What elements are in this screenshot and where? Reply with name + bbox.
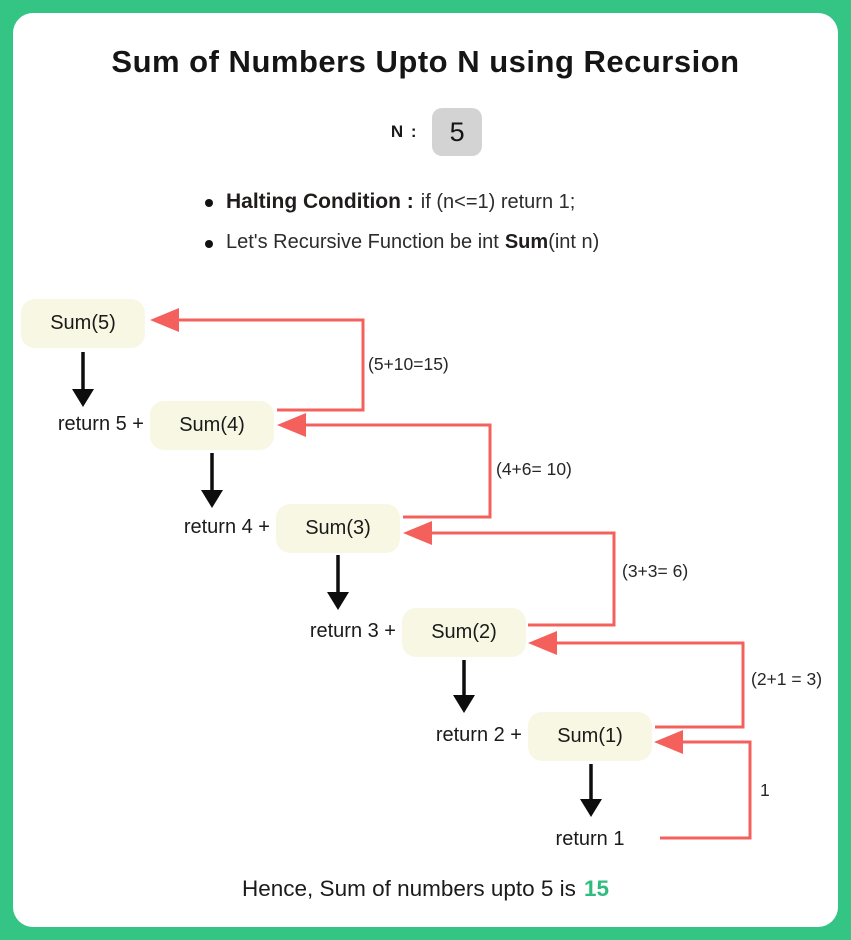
list-item: Halting Condition :if (n<=1) return 1;: [205, 190, 599, 214]
conclusion-text: Hence, Sum of numbers upto 5 is 15: [0, 876, 851, 902]
return-label-sum3: return 3 +: [309, 620, 396, 642]
n-input-label: N :: [390, 122, 419, 141]
return-label-sum4: return 4 +: [183, 516, 270, 538]
page-title: Sum of Numbers Upto N using Recursion: [111, 44, 740, 79]
call-box-sum5: Sum(5): [21, 299, 145, 348]
return-label-sum2: return 2 +: [435, 724, 522, 746]
return-label-sum5: return 5 +: [57, 413, 144, 435]
return-value-annotation: 1: [760, 780, 770, 800]
result-value: 15: [583, 876, 609, 901]
return-label-sum1: return 1: [555, 828, 625, 850]
halting-condition-text: Halting Condition :if (n<=1) return 1;: [226, 190, 576, 213]
conclusion-prefix: Hence, Sum of numbers upto 5 is: [242, 876, 576, 901]
notes-list: Halting Condition :if (n<=1) return 1; L…: [205, 190, 599, 254]
return-value-annotation: (2+1 = 3): [751, 669, 823, 689]
n-value-box[interactable]: 5: [432, 108, 483, 156]
bullet-icon: [205, 240, 213, 248]
return-value-annotation: (4+6= 10): [496, 459, 572, 479]
call-box-sum4: Sum(4): [150, 401, 274, 450]
call-box-sum3: Sum(3): [276, 504, 400, 553]
call-box-sum1: Sum(1): [528, 712, 652, 761]
bullet-icon: [205, 199, 213, 207]
call-box-sum2: Sum(2): [402, 608, 526, 657]
return-value-annotation: (5+10=15): [368, 354, 449, 374]
return-value-annotation: (3+3= 6): [622, 561, 689, 581]
n-input-row: N : 5: [0, 108, 851, 156]
